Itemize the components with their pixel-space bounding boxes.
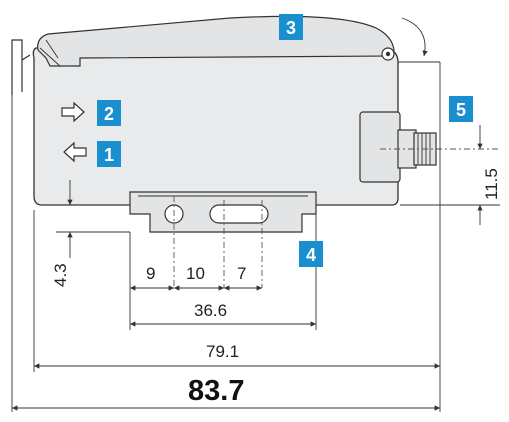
dim-4-3-label: 4.3 (51, 263, 70, 287)
dim-83-7-label: 83.7 (188, 375, 244, 407)
top-cover (37, 15, 395, 67)
badge-3: 3 (279, 14, 303, 40)
badge-2: 2 (97, 100, 121, 126)
arrow-right-icon (61, 101, 85, 123)
arrow-left-icon (63, 141, 87, 163)
badge-5: 5 (449, 96, 473, 122)
dim-11-5-label: 11.5 (482, 168, 501, 200)
svg-text:2: 2 (104, 104, 114, 124)
base-slot-hole (209, 204, 269, 224)
connector-housing (359, 111, 401, 183)
svg-text:1: 1 (104, 145, 114, 165)
svg-text:5: 5 (456, 100, 466, 120)
dim-9-label: 9 (146, 264, 155, 283)
cover-rotation-arrow (401, 17, 428, 57)
svg-text:4: 4 (306, 245, 316, 265)
svg-text:3: 3 (286, 18, 296, 38)
badge-1: 1 (97, 141, 121, 167)
mounting-clip (11, 39, 23, 95)
dim-79-1-label: 79.1 (206, 342, 239, 361)
dim-10-label: 10 (186, 264, 205, 283)
dim-36-6-label: 36.6 (194, 301, 227, 320)
badge-4: 4 (299, 241, 323, 267)
housing-body (32, 47, 399, 206)
dim-7-label: 7 (237, 264, 246, 283)
